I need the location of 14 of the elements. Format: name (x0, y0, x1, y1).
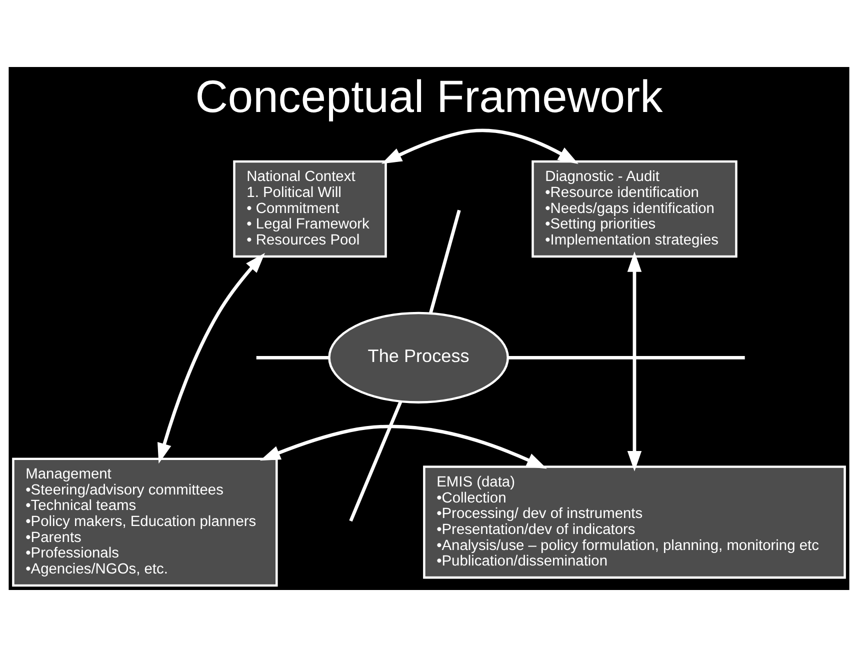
node-box: Management •Steering/advisory committees •Technical teams •Policy makers, Education planners •Parents •Professionals •Agencies/NGOs, etc. (12, 457, 278, 586)
arrow (627, 251, 642, 471)
connector (508, 355, 745, 359)
connector (428, 209, 461, 314)
node-ellipse: The Process (328, 311, 509, 403)
connector (256, 355, 330, 359)
arrow (260, 424, 547, 468)
node-box: Diagnostic - Audit •Resource identification •Needs/gaps identification •Setting priorities •Implementation strategies (532, 160, 738, 258)
arrow (381, 128, 578, 164)
connector (349, 400, 402, 522)
diagram-title: Conceptual Framework (195, 70, 663, 122)
node-box: EMIS (data) •Collection •Processing/ dev of instruments •Presentation/dev of indicators •Analysis/use – policy formulation, planning, monitoring etc •Publication/dissemination (423, 465, 846, 578)
node-box: National Context 1. Political Will • Commitment • Legal Framework • Resources Pool (233, 160, 387, 258)
arrow (158, 252, 265, 464)
